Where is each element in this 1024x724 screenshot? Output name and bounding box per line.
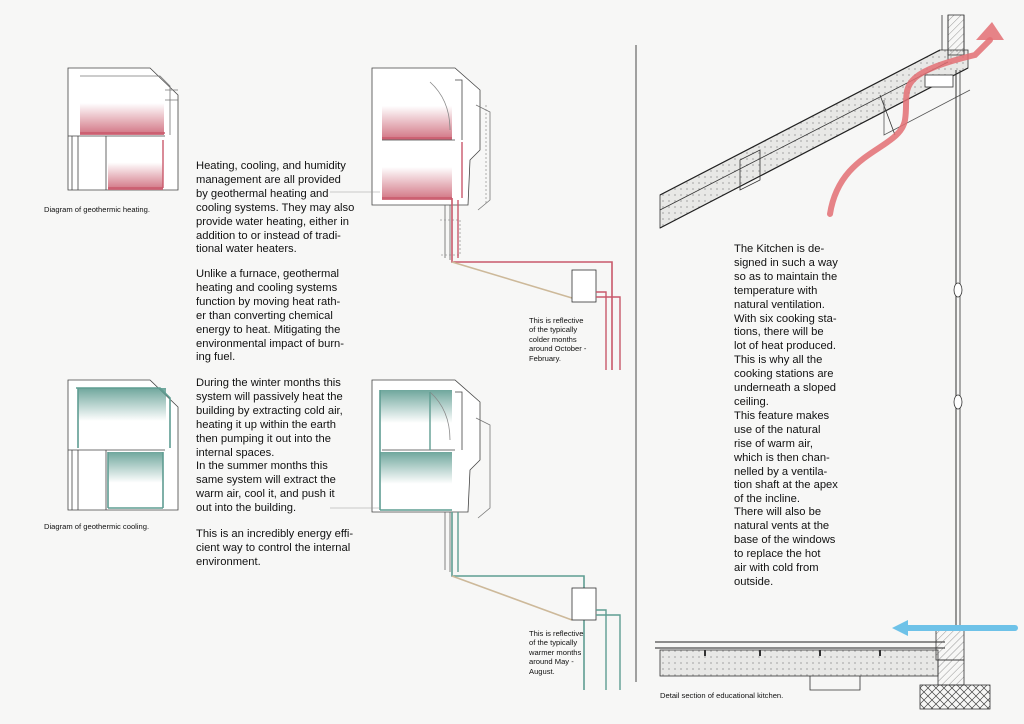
heating-section-large (330, 67, 621, 370)
caption-kitchen-section: Detail section of educational kitchen. (660, 691, 784, 700)
caption-heating-diagram: Diagram of geothermic heating. (44, 205, 150, 214)
cooling-section-large (330, 379, 621, 690)
caption-colder-months: This is reflective of the typically cold… (529, 316, 587, 363)
caption-warmer-months: This is reflective of the typically warm… (529, 629, 584, 676)
paragraph-kitchen-ventilation: The Kitchen is de- signed in such a way … (734, 243, 838, 506)
heating-diagram-small (67, 67, 179, 191)
paragraph-geothermal-overview: Heating, cooling, and humidity managemen… (196, 160, 355, 256)
paragraph-efficiency: This is an incredibly energy effi- cient… (196, 528, 354, 568)
paragraph-furnace-comparison: Unlike a furnace, geothermal heating and… (196, 268, 344, 364)
kitchen-section (655, 14, 1018, 710)
cooling-diagram-small (67, 379, 179, 511)
paragraph-kitchen-vents: There will also be natural vents at the … (734, 506, 836, 588)
caption-cooling-diagram: Diagram of geothermic cooling. (44, 522, 150, 531)
paragraph-seasonal-operation: During the winter months this system wil… (196, 377, 343, 515)
